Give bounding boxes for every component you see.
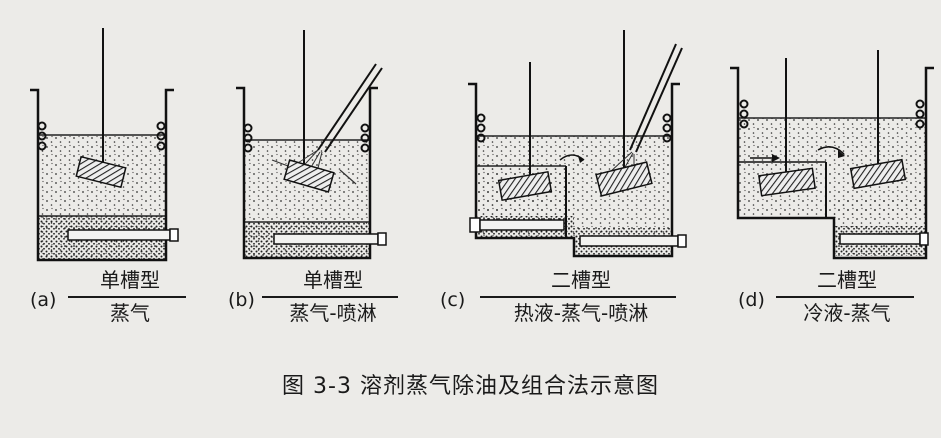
panel-label-b: (b) 单槽型 蒸气-喷淋 <box>228 268 398 338</box>
panel-type: 二槽型 <box>817 268 877 292</box>
panel-tag: (c) <box>440 289 466 311</box>
cooling-coil-left-icon <box>37 121 47 151</box>
workpiece <box>758 167 816 197</box>
workpiece <box>283 159 335 193</box>
workpiece <box>75 155 127 189</box>
tank-b <box>236 30 387 260</box>
panel-type: 二槽型 <box>551 268 611 292</box>
tank-a <box>30 28 179 262</box>
transfer-arrow-icon <box>559 154 585 163</box>
heater-icon <box>67 228 179 242</box>
fraction-bar <box>262 296 398 298</box>
workpiece <box>595 161 653 197</box>
cooling-coil-left-icon <box>243 123 253 153</box>
workpiece <box>497 170 553 202</box>
panel-type: 单槽型 <box>303 268 363 292</box>
transfer-arrow-icon <box>750 146 845 162</box>
cooling-coil-left-icon <box>739 99 749 129</box>
cooling-coil-left-icon <box>476 113 486 143</box>
cooling-coil-right-icon <box>360 123 370 153</box>
panel-type: 单槽型 <box>100 268 160 292</box>
spray-lance-icon <box>271 63 383 185</box>
fraction-bar <box>68 296 186 298</box>
panel-label-c: (c) 二槽型 热液-蒸气-喷淋 <box>440 268 680 338</box>
tank-d <box>730 50 934 260</box>
workpiece <box>849 158 907 190</box>
heater-icon <box>469 217 565 233</box>
tank-c <box>468 30 687 258</box>
panel-label-a: (a) 单槽型 蒸气 <box>30 268 190 338</box>
heater-icon <box>579 234 687 248</box>
fraction-bar <box>776 296 914 298</box>
cooling-coil-right-icon <box>662 113 672 143</box>
cooling-coil-right-icon <box>915 99 925 129</box>
panel-method: 热液-蒸气-喷淋 <box>513 301 649 325</box>
panel-label-d: (d) 二槽型 冷液-蒸气 <box>738 268 918 338</box>
panel-tag: (b) <box>228 289 255 311</box>
heater-icon <box>839 232 929 246</box>
panel-tag: (d) <box>738 289 765 311</box>
panel-method: 蒸气 <box>110 301 150 325</box>
panel-tag: (a) <box>30 289 57 311</box>
figure-caption: 图 3-3 溶剂蒸气除油及组合法示意图 <box>282 374 659 399</box>
heater-icon <box>273 232 387 246</box>
panel-method: 冷液-蒸气 <box>803 301 891 325</box>
cooling-coil-right-icon <box>156 121 166 151</box>
panel-method: 蒸气-喷淋 <box>289 301 377 325</box>
fraction-bar <box>480 296 676 298</box>
